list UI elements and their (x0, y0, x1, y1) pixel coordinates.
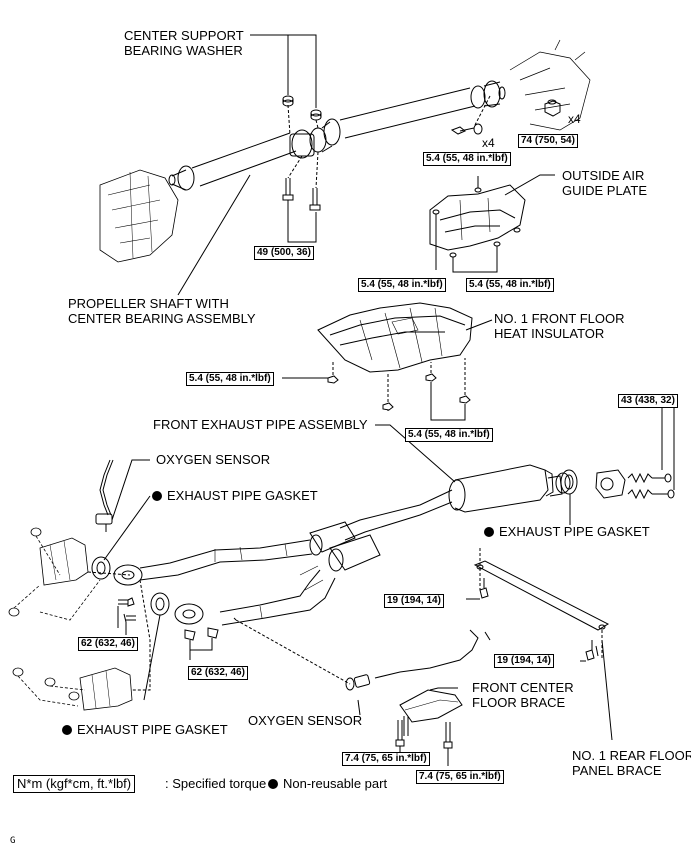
torque-guide-top: 5.4 (55, 48 in.*lbf) (423, 152, 511, 166)
nonreusable-bullet (152, 491, 162, 501)
label-front-exhaust-pipe-assembly: FRONT EXHAUST PIPE ASSEMBLY (153, 417, 368, 432)
label-oxygen-sensor-lower: OXYGEN SENSOR (248, 713, 363, 728)
torque-guide-right: 5.4 (55, 48 in.*lbf) (466, 278, 554, 292)
rear-brace-bolts (479, 578, 599, 661)
label-oxygen-sensor-upper: OXYGEN SENSOR (156, 452, 271, 467)
legend-nonreusable: Non-reusable part (268, 776, 387, 792)
rear-gasket-and-flange (560, 469, 675, 500)
multiplier-bolts: x4 (482, 136, 495, 150)
legend-torque-desc: : Specified torque (165, 776, 267, 791)
torque-19-upper: 19 (194, 14) (384, 594, 444, 608)
torque-insulator-left: 5.4 (55, 48 in.*lbf) (186, 372, 274, 386)
guide-plate-bolts (432, 187, 521, 258)
lower-exhaust-gasket (150, 592, 170, 616)
label-propeller-shaft: PROPELLER SHAFT WITH CENTER BEARING ASSE… (68, 296, 256, 326)
torque-insulator-right: 5.4 (55, 48 in.*lbf) (405, 428, 493, 442)
rear-floor-panel-brace (473, 560, 610, 631)
center-support-washers (282, 95, 322, 121)
propeller-shaft (168, 80, 506, 191)
label-exhaust-pipe-gasket-upper: EXHAUST PIPE GASKET (152, 488, 318, 503)
torque-43: 43 (438, 32) (618, 394, 678, 408)
label-exhaust-pipe-gasket-right: EXHAUST PIPE GASKET (484, 524, 650, 539)
label-outside-air-guide-plate: OUTSIDE AIR GUIDE PLATE (562, 168, 648, 198)
torque-guide-left: 5.4 (55, 48 in.*lbf) (358, 278, 446, 292)
nonreusable-bullet (484, 527, 494, 537)
flange-studs-left (117, 597, 136, 628)
nonreusable-bullet (62, 725, 72, 735)
oxygen-sensor-upper (91, 459, 114, 580)
torque-62-left: 62 (632, 46) (78, 637, 138, 651)
torque-19-lower: 19 (194, 14) (494, 654, 554, 668)
label-exhaust-pipe-gasket-lower: EXHAUST PIPE GASKET (62, 722, 228, 737)
torque-49: 49 (500, 36) (254, 246, 314, 260)
label-heat-insulator: NO. 1 FRONT FLOOR HEAT INSULATOR (494, 311, 625, 341)
exhaust-manifold-upper (8, 527, 101, 621)
exhaust-manifold-lower (12, 667, 133, 711)
insulator-nuts (327, 373, 471, 411)
torque-brace-lower: 7.4 (75, 65 in.*lbf) (416, 770, 504, 784)
outside-air-guide-plate (429, 184, 526, 251)
label-front-center-floor-brace: FRONT CENTER FLOOR BRACE (472, 680, 574, 710)
torque-brace-upper: 7.4 (75, 65 in.*lbf) (342, 752, 430, 766)
front-center-floor-brace (399, 689, 463, 723)
corner-mark: G (10, 836, 16, 846)
nonreusable-bullet (268, 779, 278, 789)
torque-74: 74 (750, 54) (518, 134, 578, 148)
legend-torque-key: N*m (kgf*cm, ft.*lbf) (13, 775, 136, 793)
flange-nut (544, 99, 561, 117)
flange-studs-right (184, 627, 219, 660)
oxygen-sensor-lower (345, 629, 491, 691)
flange-bolt (450, 123, 483, 135)
label-center-support-bearing-washer: CENTER SUPPORT BEARING WASHER (124, 28, 244, 58)
heat-insulator (317, 302, 473, 373)
front-brace-bolts (395, 716, 453, 749)
front-exhaust-pipe-assembly (113, 464, 571, 626)
differential-housing (509, 39, 591, 131)
center-support-bolts (282, 178, 321, 211)
multiplier-nuts: x4 (568, 112, 581, 126)
label-rear-floor-panel-brace: NO. 1 REAR FLOOR PANEL BRACE (572, 748, 691, 778)
torque-62-right: 62 (632, 46) (188, 666, 248, 680)
transmission-housing (99, 169, 179, 263)
